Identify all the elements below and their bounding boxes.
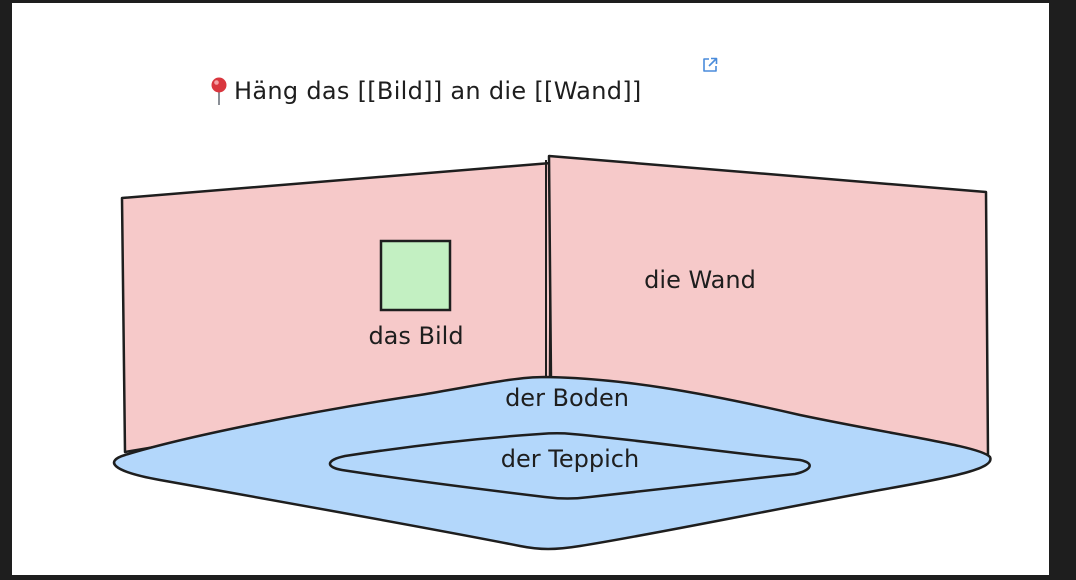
page-title: Häng das [[Bild]] an die [[Wand]] bbox=[208, 73, 642, 109]
label-wall: die Wand bbox=[644, 266, 756, 294]
round-pushpin-icon bbox=[211, 77, 227, 105]
page-title-text: Häng das [[Bild]] an die [[Wand]] bbox=[234, 77, 642, 105]
external-link-icon[interactable] bbox=[701, 56, 719, 74]
carpet[interactable] bbox=[328, 432, 811, 500]
label-carpet: der Teppich bbox=[501, 445, 639, 473]
room-diagram: das Bild die Wand der Boden der Teppich bbox=[113, 154, 992, 551]
whiteboard-canvas[interactable]: Häng das [[Bild]] an die [[Wand]] das Bi… bbox=[12, 3, 1049, 575]
label-picture: das Bild bbox=[368, 322, 463, 350]
picture-frame[interactable] bbox=[379, 239, 452, 312]
label-floor: der Boden bbox=[505, 384, 629, 412]
